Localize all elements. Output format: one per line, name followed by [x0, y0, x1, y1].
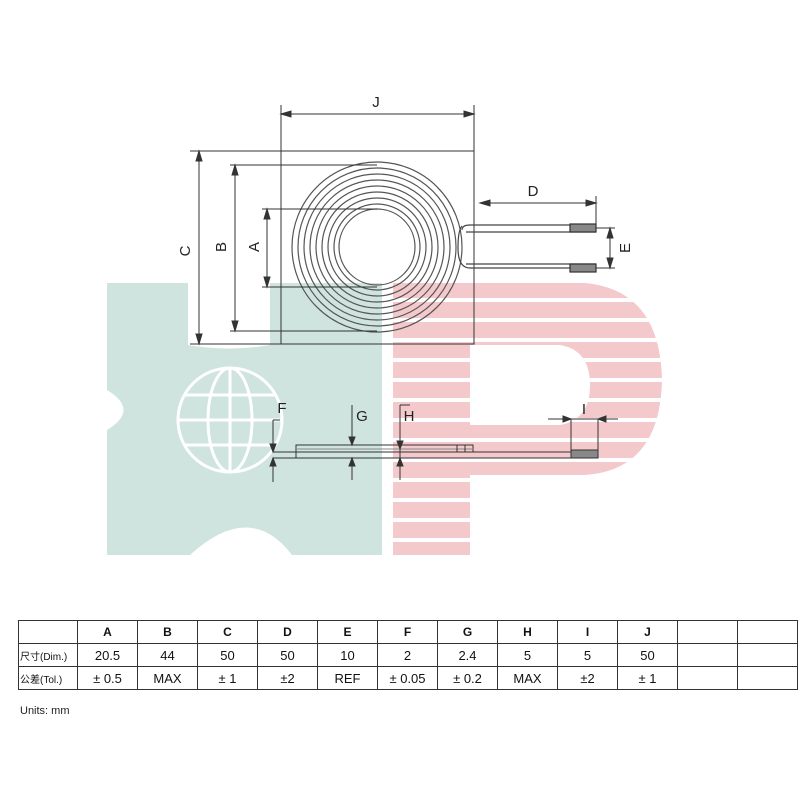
- coil-windings: [291, 161, 463, 333]
- table-cell: 50: [257, 643, 318, 667]
- row-label-dim: 尺寸(Dim.): [18, 643, 78, 667]
- table-cell: 20.5: [77, 643, 138, 667]
- dimension-table: A B C D E F G H I J 尺寸(Dim.) 20.5 44 50 …: [18, 620, 798, 690]
- dim-d: [478, 196, 598, 226]
- table-corner-cell: [18, 620, 78, 644]
- dim-label-e: E: [617, 243, 634, 253]
- top-view: [190, 105, 615, 346]
- table-header-cell: [737, 620, 798, 644]
- watermark-p-shape: [393, 283, 670, 555]
- table-header-cell: E: [317, 620, 378, 644]
- dim-label-j: J: [372, 94, 380, 111]
- coil-technical-drawing: J C B A D E: [107, 94, 670, 555]
- table-cell: REF: [317, 666, 378, 690]
- table-row-tol: 公差(Tol.) ± 0.5 MAX ± 1 ±2 REF ± 0.05 ± 0…: [18, 666, 798, 690]
- watermark-globe-icon: [176, 366, 284, 474]
- table-cell: MAX: [497, 666, 558, 690]
- side-view: [269, 404, 618, 482]
- row-label-tol: 公差(Tol.): [18, 666, 78, 690]
- coil-leads: [457, 223, 597, 273]
- table-cell: ± 1: [617, 666, 678, 690]
- table-header-cell: J: [617, 620, 678, 644]
- table-cell: MAX: [137, 666, 198, 690]
- table-cell: 50: [617, 643, 678, 667]
- table-cell: 5: [557, 643, 618, 667]
- table-cell: [737, 666, 798, 690]
- dim-label-d: D: [528, 183, 539, 200]
- table-cell: [737, 643, 798, 667]
- dim-f: [269, 419, 280, 482]
- table-cell: ± 0.5: [77, 666, 138, 690]
- table-header-cell: F: [377, 620, 438, 644]
- dim-label-a: A: [246, 242, 263, 252]
- table-cell: ± 0.2: [437, 666, 498, 690]
- table-header-cell: C: [197, 620, 258, 644]
- dim-label-i: I: [582, 401, 586, 418]
- table-header-cell: [677, 620, 738, 644]
- dim-e: [596, 226, 615, 270]
- dim-label-b: B: [213, 242, 230, 252]
- dim-label-h: H: [404, 408, 415, 425]
- table-cell: ± 1: [197, 666, 258, 690]
- watermark-logo: [107, 283, 670, 555]
- table-header-cell: G: [437, 620, 498, 644]
- table-cell: [677, 643, 738, 667]
- table-header-cell: A: [77, 620, 138, 644]
- table-cell: 2: [377, 643, 438, 667]
- dim-b: [230, 163, 377, 333]
- dim-i: [548, 415, 618, 450]
- units-note: Units: mm: [20, 705, 70, 717]
- table-cell: [677, 666, 738, 690]
- table-header-cell: D: [257, 620, 318, 644]
- dim-label-c: C: [177, 245, 194, 256]
- dim-label-f: F: [277, 400, 286, 417]
- table-cell: 10: [317, 643, 378, 667]
- dim-label-g: G: [356, 408, 368, 425]
- table-cell: 44: [137, 643, 198, 667]
- dim-h: [396, 404, 410, 480]
- dim-a: [262, 207, 377, 289]
- dim-c: [190, 149, 380, 346]
- table-cell: ± 0.05: [377, 666, 438, 690]
- dim-j: [279, 105, 476, 151]
- table-header-cell: H: [497, 620, 558, 644]
- table-header-cell: I: [557, 620, 618, 644]
- table-header-cell: B: [137, 620, 198, 644]
- table-cell: 2.4: [437, 643, 498, 667]
- table-cell: 5: [497, 643, 558, 667]
- table-cell: ±2: [557, 666, 618, 690]
- dim-g: [348, 405, 356, 480]
- table-header-row: A B C D E F G H I J: [18, 620, 798, 644]
- table-cell: ±2: [257, 666, 318, 690]
- table-row-dim: 尺寸(Dim.) 20.5 44 50 50 10 2 2.4 5 5 50: [18, 643, 798, 667]
- table-cell: 50: [197, 643, 258, 667]
